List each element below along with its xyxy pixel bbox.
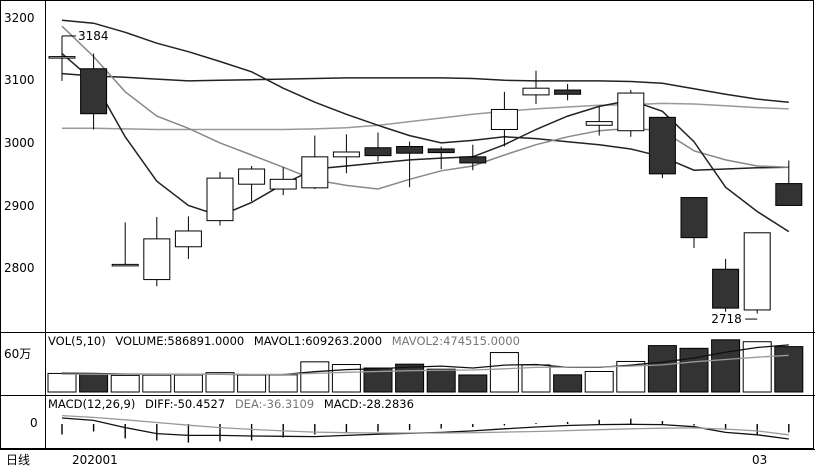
macd-lines	[61, 414, 789, 440]
candle-body	[585, 121, 613, 126]
price-tick-label: 3000	[4, 136, 35, 150]
dea-stat: DEA:-36.3109	[235, 397, 314, 411]
volume-header: VOL(5,10) VOLUME:586891.0000 MAVOL1:6092…	[48, 334, 520, 348]
volume-bar	[711, 339, 741, 393]
high-annotation: 3184	[62, 29, 109, 43]
volume-bar	[79, 373, 109, 393]
volume-bars	[47, 339, 804, 393]
volume-bar	[521, 364, 551, 393]
macd-line	[61, 414, 789, 436]
volume-bar	[237, 374, 267, 393]
volume-bar	[584, 371, 614, 393]
candle-body	[522, 87, 550, 96]
candle-body	[490, 108, 518, 131]
candle-body	[743, 232, 771, 311]
price-axis: 3200 3100 3000 2900 2800	[4, 11, 35, 275]
volume-bar	[774, 346, 804, 393]
price-tick-label: 2900	[4, 199, 35, 213]
candle-body	[775, 183, 803, 206]
volume-bar	[331, 364, 361, 393]
ma-line	[61, 53, 790, 233]
price-tick-label: 3100	[4, 73, 35, 87]
candle-body	[269, 178, 297, 190]
candle-body	[111, 263, 139, 267]
ma-line	[61, 72, 789, 103]
volume-tick-label: 60万	[4, 347, 31, 361]
candle-body	[48, 56, 76, 59]
volume-bar	[110, 374, 140, 393]
volume-bar	[268, 374, 298, 393]
candle-body	[174, 230, 202, 248]
candle-body	[301, 156, 329, 189]
volume-stat: VOLUME:586891.0000	[115, 334, 244, 348]
ma-line	[62, 102, 789, 131]
candle-body	[206, 177, 234, 222]
price-tick-label: 3200	[4, 11, 35, 25]
volume-bar	[458, 374, 488, 393]
candle-body	[459, 156, 487, 164]
volume-bar	[363, 367, 393, 393]
volume-bar	[300, 361, 330, 393]
diff-stat: DIFF:-50.4527	[145, 397, 225, 411]
candle-body	[396, 146, 424, 154]
macd-histogram	[61, 418, 790, 443]
ma-line	[61, 19, 789, 171]
mavol1-stat: MAVOL1:609263.2000	[254, 334, 382, 348]
low-label: 2718	[711, 312, 742, 326]
candle-body	[80, 68, 108, 115]
low-annotation: 2718	[711, 312, 758, 326]
volume-bar	[426, 368, 456, 393]
candle-body	[554, 89, 582, 95]
volume-bar	[47, 372, 77, 393]
volume-ma-line	[61, 354, 789, 376]
candle-body	[680, 197, 708, 239]
volume-title: VOL(5,10)	[48, 334, 106, 348]
macd-header: MACD(12,26,9) DIFF:-50.4527 DEA:-36.3109…	[48, 397, 414, 411]
date-start-label: 202001	[72, 453, 118, 467]
moving-average-lines	[61, 19, 790, 233]
candle-body	[332, 151, 360, 158]
period-label: 日线	[6, 453, 30, 467]
volume-bar	[395, 363, 425, 393]
candle-body	[648, 116, 676, 175]
candle-body	[238, 168, 266, 185]
volume-bar	[489, 352, 519, 393]
volume-bar	[553, 374, 583, 393]
volume-bar	[679, 347, 709, 393]
candle-body	[143, 238, 171, 281]
volume-bar	[142, 374, 172, 393]
chart-frame	[0, 0, 814, 449]
macd-title: MACD(12,26,9)	[48, 397, 135, 411]
volume-bar	[205, 372, 235, 393]
candlestick-series	[48, 35, 803, 314]
candle-body	[617, 92, 645, 132]
high-label: 3184	[78, 29, 109, 43]
mavol2-stat: MAVOL2:474515.0000	[392, 334, 520, 348]
price-tick-label: 2800	[4, 261, 35, 275]
macd-tick-label: 0	[30, 416, 38, 430]
volume-bar	[173, 374, 203, 393]
candle-body	[364, 147, 392, 157]
candle-body	[712, 268, 740, 309]
volume-bar	[742, 341, 772, 393]
macd-stat: MACD:-28.2836	[324, 397, 414, 411]
candle-body	[427, 148, 455, 154]
date-mid-label: 03	[752, 453, 767, 467]
volume-bar	[647, 345, 677, 393]
volume-ma-lines	[61, 344, 789, 376]
